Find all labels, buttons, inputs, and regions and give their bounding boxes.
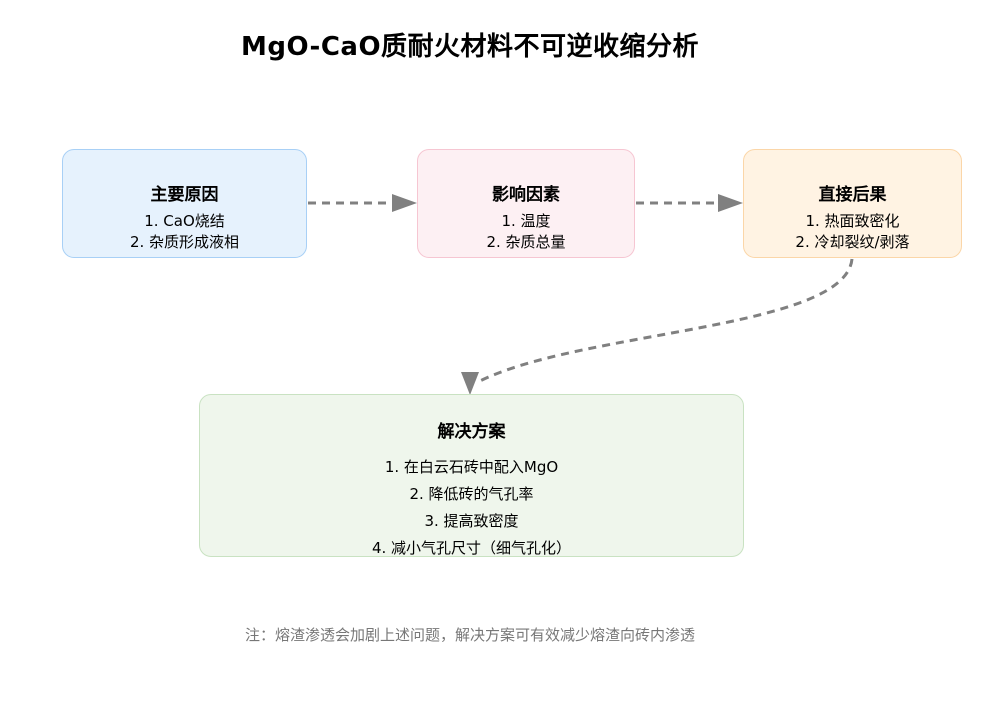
factor-line-1: 1. 温度 — [501, 212, 551, 230]
effect-line-2: 2. 冷却裂纹/剥落 — [795, 233, 910, 251]
factor-box: 影响因素 1. 温度 2. 杂质总量 — [417, 149, 635, 258]
arrowhead-factor-to-effect — [718, 194, 743, 212]
effect-box: 直接后果 1. 热面致密化 2. 冷却裂纹/剥落 — [743, 149, 962, 258]
cause-heading: 主要原因 — [150, 185, 219, 205]
factor-heading: 影响因素 — [492, 185, 560, 205]
solution-line-3: 3. 提高致密度 — [424, 512, 519, 530]
cause-line-2: 2. 杂质形成液相 — [129, 233, 240, 251]
cause-box: 主要原因 1. CaO烧结 2. 杂质形成液相 — [62, 149, 307, 258]
solution-line-1: 1. 在白云石砖中配入MgO — [384, 458, 559, 476]
arrow-effect-to-solution — [477, 258, 854, 384]
solution-box: 解决方案 1. 在白云石砖中配入MgO 2. 降低砖的气孔率 3. 提高致密度 … — [199, 394, 744, 557]
arrowhead-cause-to-factor — [392, 194, 417, 212]
solution-heading: 解决方案 — [437, 422, 506, 442]
arrowhead-effect-to-solution — [461, 372, 479, 395]
footnote: 注：熔渣渗透会加剧上述问题，解决方案可有效减少熔渣向砖内渗透 — [244, 626, 695, 644]
solution-line-4: 4. 减小气孔尺寸（细气孔化） — [371, 539, 572, 557]
page-title: MgO-CaO质耐火材料不可逆收缩分析 — [240, 32, 700, 62]
effect-line-1: 1. 热面致密化 — [805, 212, 900, 230]
effect-heading: 直接后果 — [818, 185, 887, 205]
solution-line-2: 2. 降低砖的气孔率 — [409, 485, 534, 503]
cause-line-1: 1. CaO烧结 — [144, 212, 225, 230]
factor-line-2: 2. 杂质总量 — [486, 233, 566, 251]
